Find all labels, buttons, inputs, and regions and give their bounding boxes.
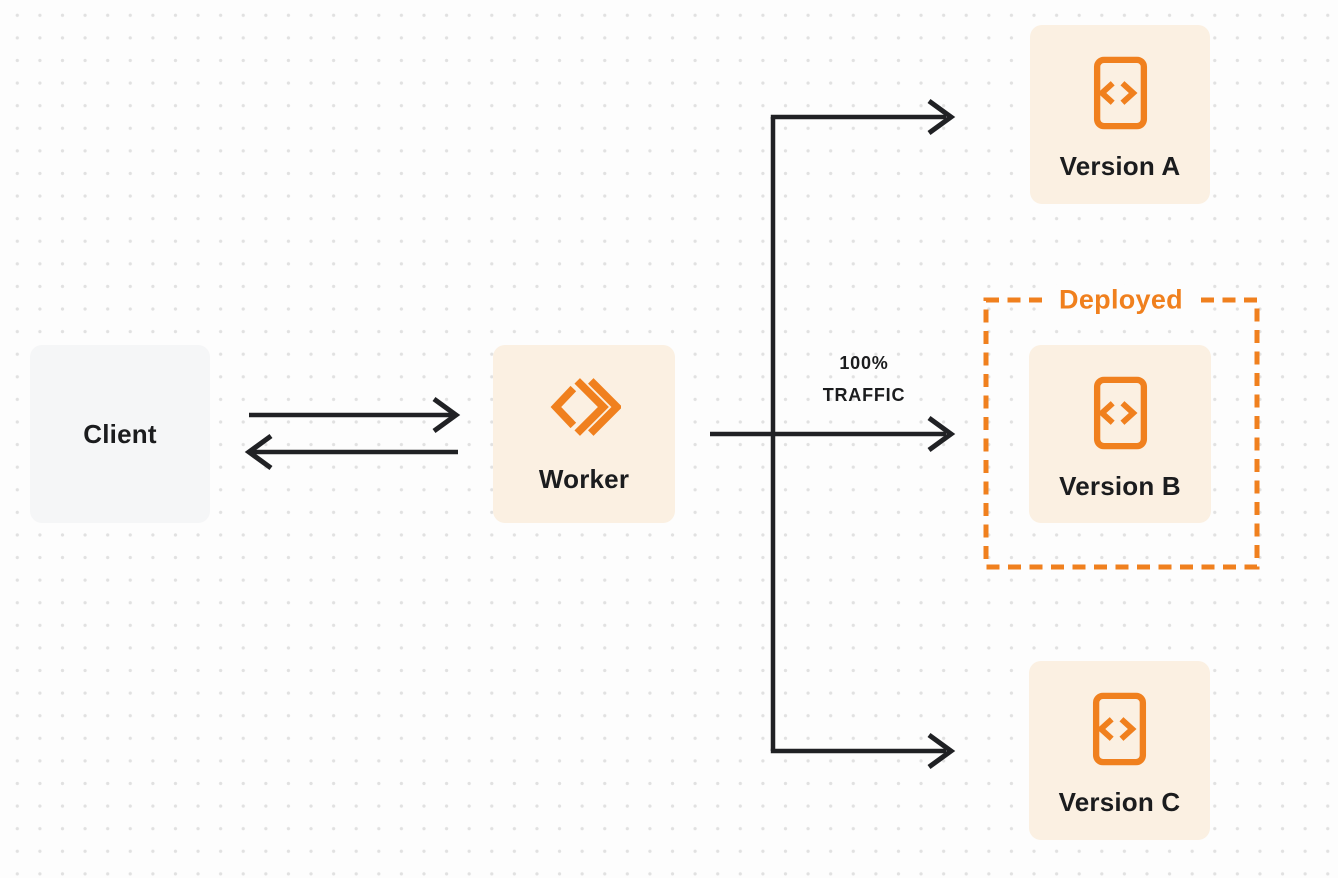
- code-file-icon: [1092, 692, 1147, 766]
- version-a-label: Version A: [1059, 151, 1181, 181]
- version-c-label: Version C: [1058, 787, 1181, 817]
- traffic-annotation: 100% TRAFFIC: [823, 347, 906, 411]
- arrow-worker-to-version-a: [770, 98, 956, 136]
- worker-node: Worker: [493, 345, 675, 523]
- code-file-icon: [1093, 56, 1148, 130]
- version-a-node: Version A: [1030, 25, 1210, 204]
- arrow-worker-to-client: [244, 433, 458, 471]
- code-file-icon: [1093, 376, 1148, 450]
- cloudflare-workers-logo-icon: [547, 376, 623, 438]
- worker-label: Worker: [538, 464, 630, 494]
- deployed-badge: Deployed: [1047, 284, 1195, 316]
- traffic-annotation-line2: TRAFFIC: [822, 385, 906, 405]
- version-b-label: Version B: [1059, 471, 1181, 501]
- version-c-node: Version C: [1029, 661, 1210, 840]
- arrow-worker-to-version-b: [710, 415, 956, 453]
- arrow-client-to-worker: [249, 396, 461, 434]
- version-b-node: Version B: [1029, 345, 1211, 523]
- client-label: Client: [83, 418, 157, 449]
- client-node: Client: [30, 345, 210, 523]
- traffic-annotation-line1: 100%: [839, 353, 889, 373]
- arrow-worker-to-version-c: [770, 732, 956, 770]
